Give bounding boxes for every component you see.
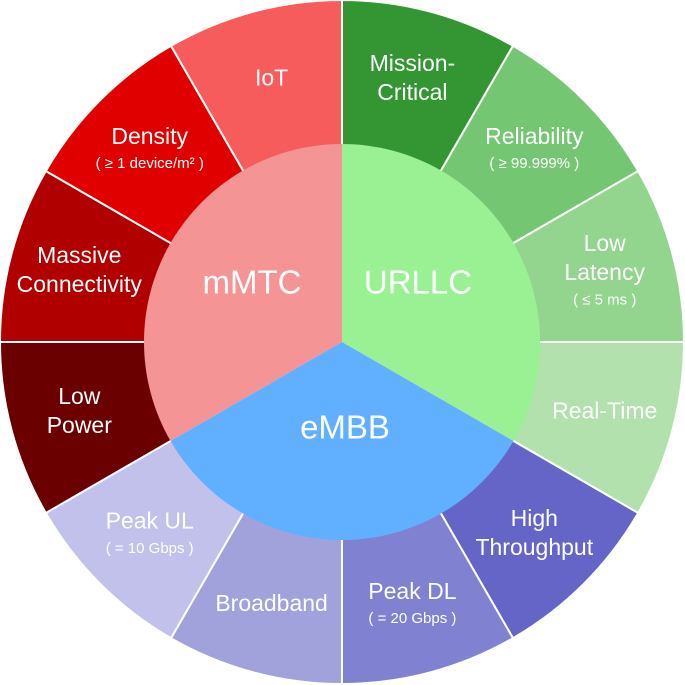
- segment-sublabel: ( ≥ 1 device/m² ): [96, 155, 204, 172]
- segment-sublabel: ( = 20 Gbps ): [368, 610, 456, 627]
- segment-label-reliability: Reliability ( ≥ 99.999% ): [485, 123, 584, 172]
- core-sector-mmtc: [144, 144, 342, 441]
- segment-label-peak-dl: Peak DL ( = 20 Gbps ): [368, 578, 456, 627]
- segment-label-density: Density ( ≥ 1 device/m² ): [96, 123, 204, 172]
- segment-label-line: Broadband: [215, 590, 328, 616]
- segment-label-line: Low: [58, 383, 101, 409]
- segment-label-real-time: Real-Time: [552, 397, 657, 423]
- core-label-embb: eMBB: [300, 409, 390, 446]
- segment-label-broadband: Broadband: [215, 590, 328, 616]
- segment-label-line: Real-Time: [552, 397, 657, 423]
- segment-label-line: Throughput: [475, 534, 593, 560]
- segment-label-line: Latency: [564, 259, 645, 285]
- segment-label-line: Mission-: [370, 50, 456, 76]
- segment-label-line: Power: [47, 412, 113, 438]
- core-label-urllc: URLLC: [364, 264, 472, 301]
- segment-label-line: Massive: [37, 242, 121, 268]
- core-sector-urllc: [342, 144, 540, 441]
- segment-label-line: Reliability: [485, 123, 584, 149]
- segment-label-line: Connectivity: [17, 271, 143, 297]
- segment-sublabel: ( ≤ 5 ms ): [573, 292, 636, 309]
- core-sector-embb: [170, 342, 514, 540]
- segment-label-line: Low: [584, 230, 627, 256]
- segment-sublabel: ( = 10 Gbps ): [106, 540, 194, 557]
- segment-label-line: High: [511, 505, 558, 531]
- segment-label-iot: IoT: [255, 64, 288, 90]
- segment-label-line: Density: [111, 123, 188, 149]
- segment-label-mission-critical: Mission- Critical: [370, 50, 456, 105]
- segment-label-line: Critical: [377, 79, 447, 105]
- inner-core: [144, 144, 540, 540]
- segment-label-line: IoT: [255, 64, 288, 90]
- segment-sublabel: ( ≥ 99.999% ): [489, 155, 579, 172]
- core-labels: mMTC URLLC eMBB: [203, 264, 473, 446]
- segment-label-line: Peak UL: [106, 507, 194, 533]
- core-label-mmtc: mMTC: [203, 264, 302, 301]
- segment-label-peak-ul: Peak UL ( = 10 Gbps ): [106, 507, 194, 556]
- segment-label-line: Peak DL: [368, 578, 456, 604]
